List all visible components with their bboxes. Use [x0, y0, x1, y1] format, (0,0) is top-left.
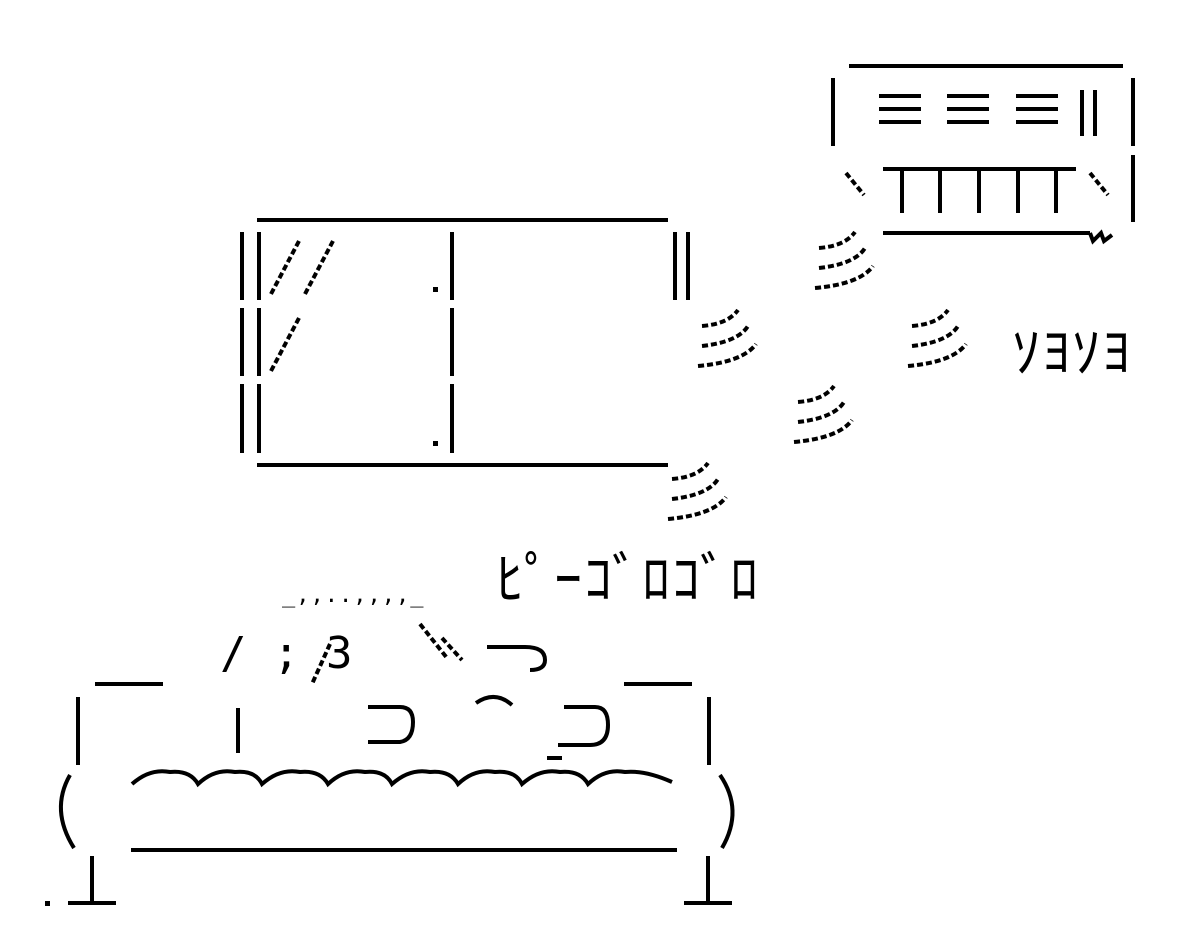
- cat-hair-label: _,,..,,,,_: [282, 583, 425, 608]
- signal-wave-icon: [667, 230, 968, 521]
- television-icon: [240, 218, 690, 467]
- sofa-icon: [45, 682, 735, 906]
- cat-icon: [236, 622, 611, 760]
- aircon-sound-label: ｿﾖｿﾖ: [1012, 321, 1132, 386]
- cat-face-label: / ; 3: [220, 628, 353, 679]
- cat-sound-label: ﾋﾟｰｺﾞﾛｺﾞﾛ: [496, 548, 760, 613]
- air-conditioner-icon: [831, 64, 1135, 245]
